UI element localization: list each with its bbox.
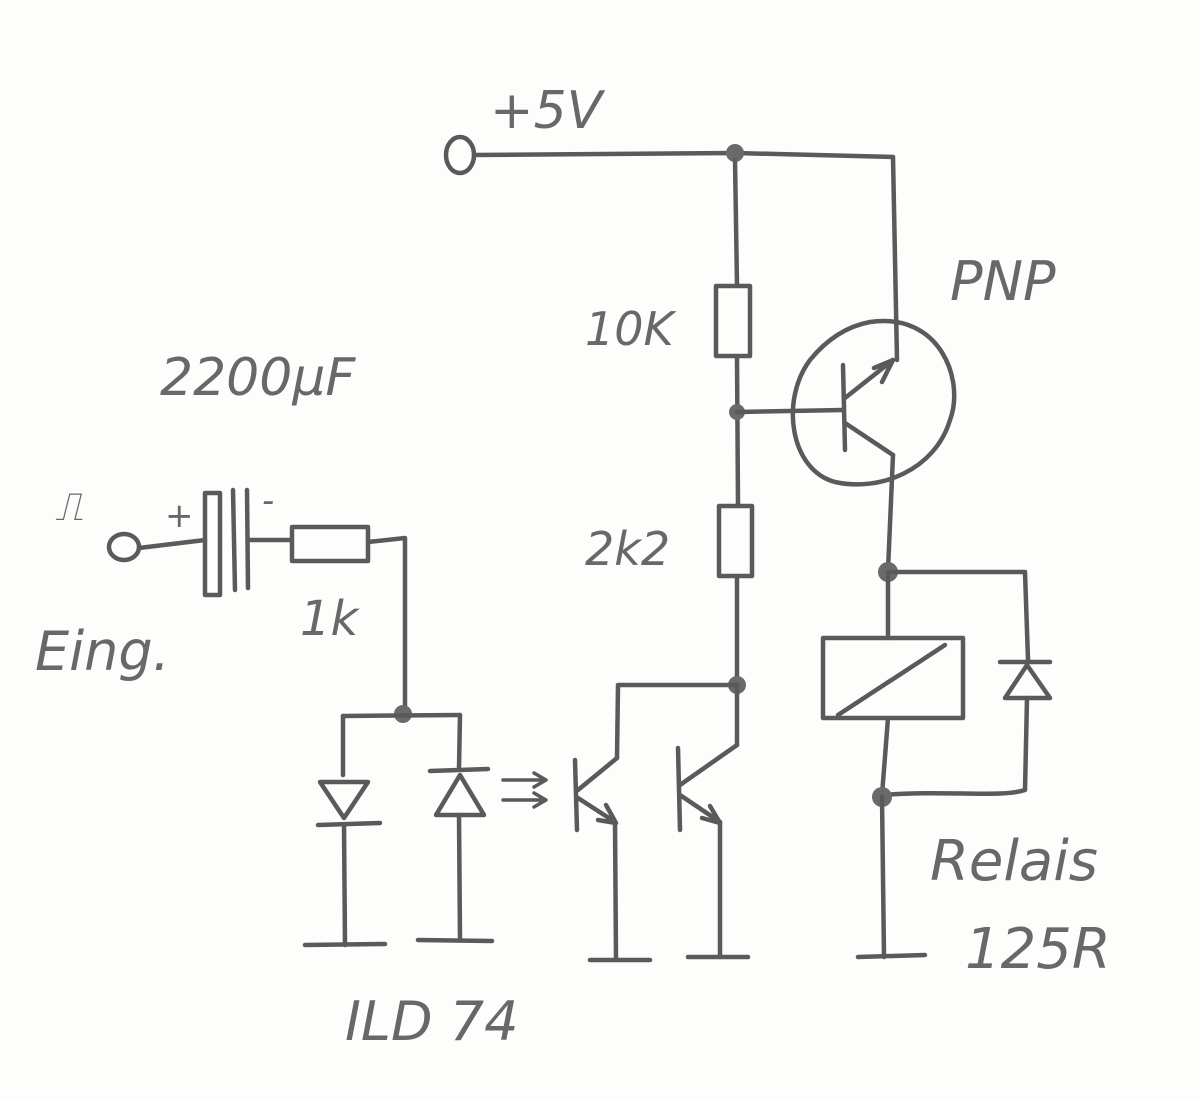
- led-reverse: [427, 766, 491, 818]
- resistor-1k: [289, 524, 371, 564]
- ground-led-right: [415, 937, 495, 944]
- wire-input-cap: [136, 537, 208, 551]
- phototransistor: [572, 682, 740, 961]
- label-input: Eing.: [35, 620, 170, 683]
- relay-coil-slash: [835, 642, 948, 718]
- label-cap: 2200µF: [160, 348, 356, 408]
- wire-to-10k: [732, 157, 740, 288]
- relay-coil: [820, 635, 966, 721]
- label-r-in: 1k: [300, 591, 361, 647]
- pnp-transistor: [734, 154, 957, 573]
- label-relay-res: 125R: [965, 917, 1111, 982]
- ground-led-left: [302, 941, 388, 948]
- ground-relay: [855, 952, 928, 960]
- supply-terminal: [443, 134, 477, 176]
- wire-led-right: [456, 712, 463, 771]
- supply-rail: [471, 150, 896, 160]
- input-terminal: [106, 531, 142, 563]
- capacitor-2200uf: [202, 487, 251, 598]
- wire-relay-ground: [879, 794, 887, 960]
- label-r-mid: 2k2: [585, 522, 670, 576]
- wire-relay-bottom: [879, 695, 1030, 798]
- wire-led-top: [340, 712, 463, 719]
- wire-10k-2k2: [734, 354, 741, 508]
- label-input-symbol: ⎍: [55, 484, 83, 530]
- label-cap-minus: -: [262, 481, 274, 521]
- resistor-10k: [713, 283, 753, 359]
- led-forward: [315, 779, 383, 828]
- label-pnp: PNP: [950, 250, 1056, 313]
- wire-1k-led: [365, 535, 408, 715]
- label-supply: +5V: [490, 81, 606, 141]
- label-r-top: 10K: [585, 302, 678, 356]
- label-cap-plus: +: [165, 496, 194, 536]
- label-relay: Relais: [930, 829, 1098, 894]
- flyback-diode: [997, 659, 1053, 701]
- light-arrows: [501, 771, 548, 809]
- wire-relay-top: [885, 569, 1031, 663]
- wire-led-ground-right: [456, 812, 463, 943]
- junction-top: [726, 144, 744, 162]
- wire-led-ground-left: [341, 822, 348, 948]
- label-optocoupler: ILD 74: [345, 990, 518, 1053]
- resistor-2k2: [716, 503, 755, 579]
- output-transistor: [675, 682, 740, 958]
